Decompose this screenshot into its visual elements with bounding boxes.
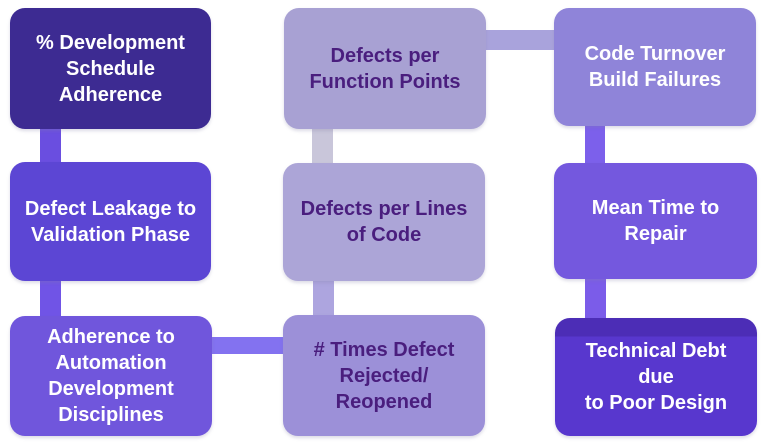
box-defect-leakage-to-validation-phase: Defect Leakage to Validation Phase (10, 162, 211, 281)
connector-code-turnover-to-mean-time (585, 124, 605, 165)
box-defects-per-function-points: Defects per Function Points (284, 8, 486, 129)
box-development-schedule-adherence: % Development Schedule Adherence (10, 8, 211, 129)
box-technical-debt-due-to-poor-design: Technical Debt due to Poor Design (555, 318, 757, 436)
box-mean-time-to-repair: Mean Time to Repair (554, 163, 757, 279)
connector-mean-time-to-technical-debt (585, 277, 606, 320)
connector-function-points-to-code-turnover (484, 30, 556, 50)
box-defects-per-lines-of-code: Defects per Lines of Code (283, 163, 485, 281)
connector-adherence-to-times-rejected (209, 337, 285, 354)
connector-schedule-to-defect-leakage (40, 126, 61, 164)
connector-lines-of-code-to-times-rejected (313, 279, 334, 317)
connector-function-points-to-lines-of-code (312, 127, 333, 165)
connector-defect-leakage-to-adherence (40, 279, 61, 318)
box-code-turnover-build-failures: Code Turnover Build Failures (554, 8, 756, 126)
box-times-defect-rejected-reopened: # Times Defect Rejected/ Reopened (283, 315, 485, 436)
box-adherence-to-automation-development-disciplines: Adherence to Automation Development Disc… (10, 316, 212, 436)
